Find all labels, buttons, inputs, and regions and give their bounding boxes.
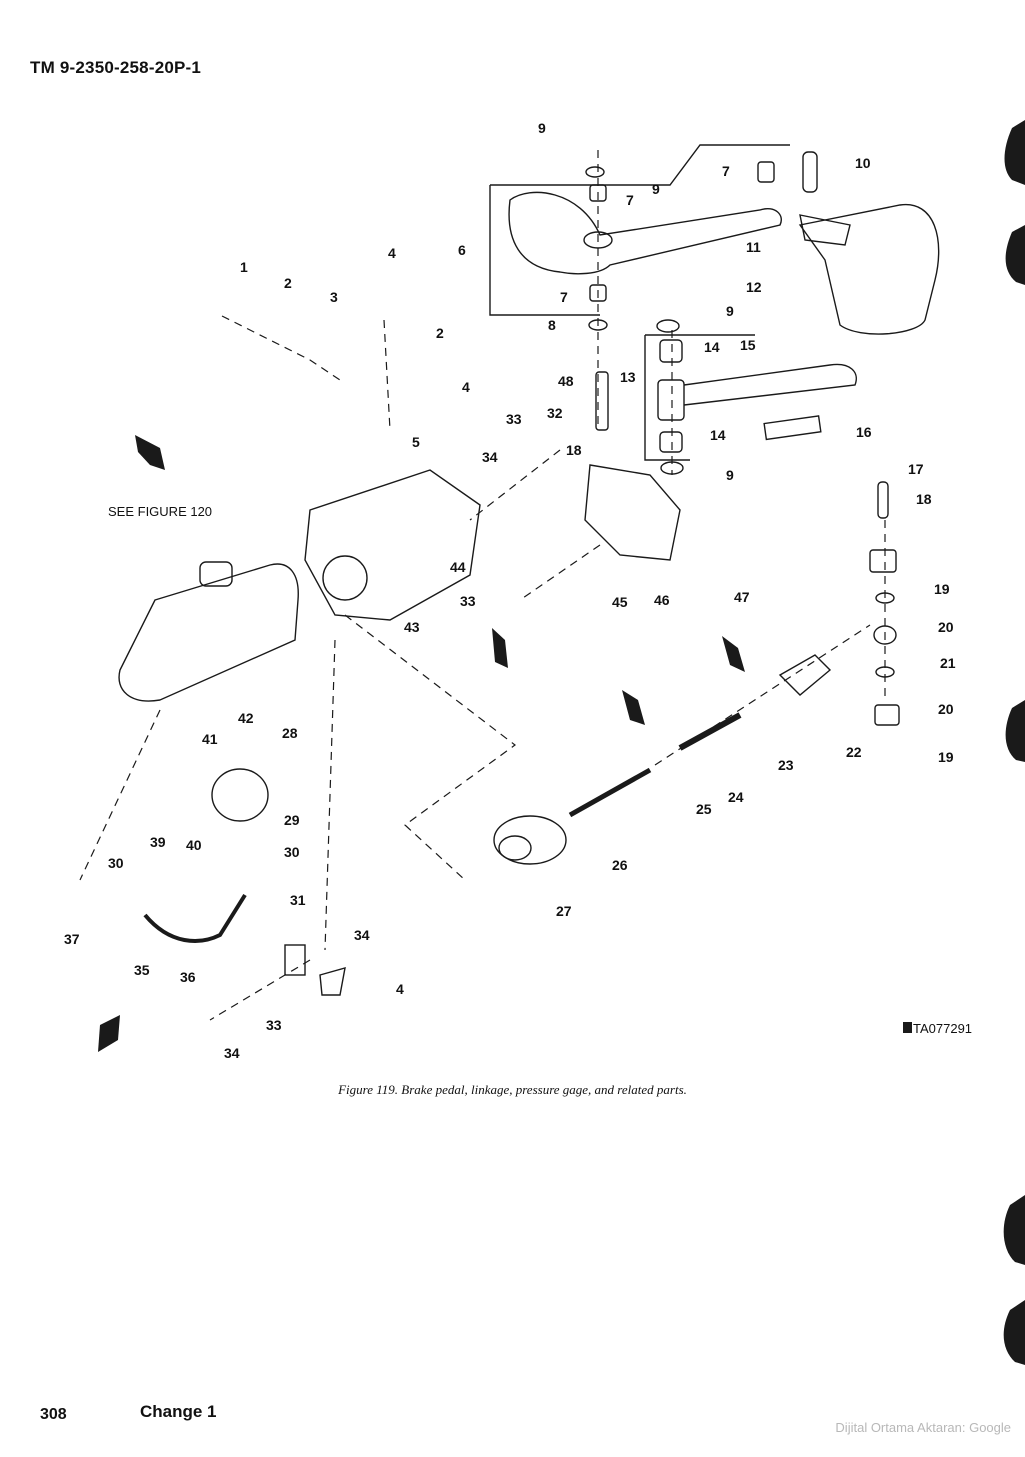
figure-caption: Figure 119. Brake pedal, linkage, pressu…: [338, 1082, 687, 1097]
callout-35: 35: [134, 962, 150, 978]
callout-18b: 18: [916, 491, 932, 507]
callout-17: 17: [908, 461, 924, 477]
callout-34: 34: [482, 449, 498, 465]
callout-19: 19: [934, 581, 950, 597]
callout-13: 13: [620, 369, 636, 385]
callout-5: 5: [412, 434, 420, 450]
callout-18: 18: [566, 442, 582, 458]
callout-8: 9: [652, 181, 660, 197]
callout-7b: 7: [626, 192, 634, 208]
callout-42: 42: [238, 710, 254, 726]
binder-hole-marks: [1003, 120, 1025, 1365]
callout-27: 27: [556, 903, 572, 919]
callout-7: 7: [722, 163, 730, 179]
pedal-clevis: [799, 214, 851, 246]
callout-3: 3: [330, 289, 338, 305]
callout-9d: 9: [726, 467, 734, 483]
figure-code: TA077291: [913, 1021, 972, 1036]
callout-10: 10: [855, 155, 871, 171]
callout-6: 6: [458, 242, 466, 258]
callout-44: 44: [450, 559, 466, 575]
callout-33: 32: [547, 405, 563, 421]
group-bracket-6: [489, 144, 790, 316]
callout-14b: 14: [710, 427, 726, 443]
callout-29: 29: [284, 812, 300, 828]
callout-30: 30: [284, 844, 300, 860]
callout-25: 25: [696, 801, 712, 817]
pedal-arm: [508, 191, 782, 275]
callout-39: 39: [150, 834, 166, 850]
callout-23: 23: [778, 757, 794, 773]
callout-41: 41: [202, 731, 218, 747]
callout-20: 20: [938, 619, 954, 635]
callout-1: 1: [240, 259, 248, 275]
hand-pointer-icon: [98, 435, 745, 1052]
callout-9b: 9: [726, 303, 734, 319]
callout-46: 46: [654, 592, 670, 608]
page-number: 308: [40, 1406, 67, 1423]
figure-code-marker: [903, 1022, 912, 1033]
callout-33b: 33: [460, 593, 476, 609]
callout-21: 21: [940, 655, 956, 671]
callout-32: 34: [354, 927, 370, 943]
callout-22: 22: [846, 744, 862, 760]
callout-31: 31: [290, 892, 306, 908]
callout-2: 2: [284, 275, 292, 291]
master-cylinder: [118, 563, 299, 702]
callout-2b: 2: [436, 325, 444, 341]
pin: [802, 151, 818, 193]
support-bracket: [584, 464, 681, 561]
callout-26: 26: [612, 857, 628, 873]
callout-7c: 7: [560, 289, 568, 305]
scan-attribution: Dijital Ortama Aktaran: Google: [835, 1420, 1011, 1435]
mounting-housing: [304, 469, 481, 621]
callout-37: 37: [64, 931, 80, 947]
callout-48: 48: [558, 373, 574, 389]
change-label: Change 1: [140, 1402, 217, 1421]
callout-4: 4: [388, 245, 396, 261]
callout-20b: 20: [938, 701, 954, 717]
lever-arm: [683, 363, 857, 406]
callout-9: 9: [538, 120, 546, 136]
callout-labels: 9 7 10 7 9 6 11 4 1 2 3 12 7 9 8 2 15 14…: [64, 120, 956, 1061]
pedal-pad: [798, 204, 940, 335]
callout-14: 14: [704, 339, 720, 355]
callout-28: 28: [282, 725, 298, 741]
callout-15: 15: [740, 337, 756, 353]
group-bracket-13: [644, 334, 755, 461]
callout-45: 45: [612, 594, 628, 610]
callout-19b: 19: [938, 749, 954, 765]
callout-36: 36: [180, 969, 196, 985]
callout-24: 24: [728, 789, 744, 805]
brake-tube: [143, 893, 247, 943]
callout-30b: 30: [108, 855, 124, 871]
callout-40: 40: [186, 837, 202, 853]
callout-16: 16: [856, 424, 872, 440]
callout-34b: 34: [224, 1045, 240, 1061]
callout-4c: 4: [396, 981, 404, 997]
see-figure-120: SEE FIGURE 120: [108, 504, 212, 519]
callout-33c: 33: [266, 1017, 282, 1033]
callout-34c: 33: [506, 411, 522, 427]
callout-43: 43: [404, 619, 420, 635]
callout-47: 47: [734, 589, 750, 605]
callout-11: 11: [746, 239, 761, 255]
document-number: TM 9-2350-258-20P-1: [30, 58, 202, 77]
callout-4b: 4: [462, 379, 470, 395]
callout-9c: 8: [548, 317, 556, 333]
callout-12: 12: [746, 279, 762, 295]
